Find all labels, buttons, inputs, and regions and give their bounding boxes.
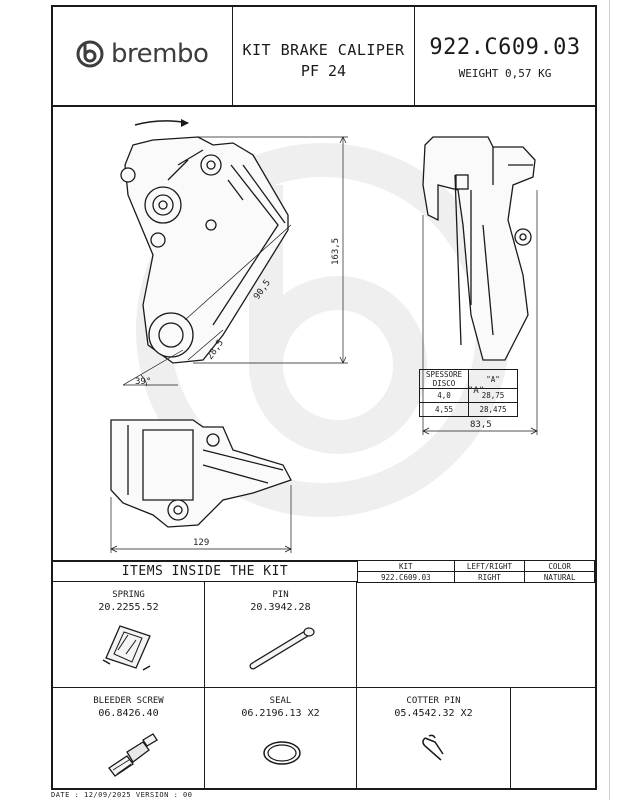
- disc-table-row: 4,55 28,475: [419, 402, 518, 417]
- disc-header-thickness: SPESSORE DISCO: [419, 369, 469, 389]
- kit-cell-side: RIGHT: [453, 571, 526, 583]
- cotter-pin-icon: [422, 734, 444, 761]
- kit-item-bleeder-screw: BLEEDER SCREW 06.8426.40: [53, 688, 205, 788]
- page-edge-rule: [609, 0, 610, 800]
- rotation-arrow: [134, 120, 189, 126]
- rotation-arrow-head: [181, 119, 189, 127]
- disc-cell: 4,0: [419, 388, 469, 403]
- bottom-width-label: 129: [193, 538, 209, 548]
- height-dimension: [193, 136, 348, 364]
- kit-item-cotter-pin: COTTER PIN 05.4542.32 X2: [357, 688, 511, 788]
- part-number: 922.C609.03: [429, 35, 581, 60]
- item-name: SEAL: [269, 696, 292, 706]
- kit-info-table: KIT LEFT/RIGHT COLOR 922.C609.03 RIGHT N…: [357, 560, 595, 583]
- brembo-mark-icon: [76, 40, 104, 68]
- item-part-number: 06.2196.13 X2: [241, 708, 320, 719]
- disc-cell: 4,55: [419, 402, 469, 417]
- title-block: brembo KIT BRAKE CALIPER PF 24 922.C609.…: [53, 7, 595, 107]
- caliper-side-view: [422, 136, 536, 361]
- caliper-bottom-view: [110, 419, 292, 528]
- side-width-label: 83,5: [470, 420, 492, 430]
- disc-header-a: "A": [468, 369, 518, 389]
- disc-table-row: 4,0 28,75: [419, 388, 518, 403]
- angle-label: 39°: [135, 377, 151, 387]
- empty-kit-cell: [357, 582, 595, 688]
- seal-ring-icon: [263, 741, 301, 765]
- kit-item-pin: PIN 20.3942.28: [205, 582, 357, 688]
- height-label: 163,5: [331, 238, 341, 265]
- kit-weight: WEIGHT 0,57 KG: [458, 67, 552, 80]
- brand-name: brembo: [111, 39, 209, 69]
- technical-drawing: 163,5 90,5 28,5 39° "A": [110, 119, 538, 553]
- angle-dimension: [122, 349, 184, 387]
- spring-clip-icon: [102, 625, 151, 671]
- disc-thickness-table: SPESSORE DISCO "A" 4,0 28,75 4,55 28,475: [419, 369, 518, 417]
- footer-date-version: DATE : 12/09/2025 VERSION : 00: [51, 791, 193, 799]
- brand-logo: brembo: [75, 39, 209, 69]
- item-part-number: 05.4542.32 X2: [394, 708, 473, 719]
- item-part-number: 20.3942.28: [250, 602, 311, 613]
- items-section-title: ITEMS INSIDE THE KIT: [53, 560, 357, 582]
- kit-table-header: KIT LEFT/RIGHT COLOR: [357, 560, 595, 572]
- kit-header-kit: KIT: [357, 560, 455, 572]
- drawing-sheet: brembo KIT BRAKE CALIPER PF 24 922.C609.…: [51, 5, 597, 790]
- disc-cell: 28,75: [468, 388, 518, 403]
- part-number-cell: 922.C609.03 WEIGHT 0,57 KG: [415, 7, 595, 105]
- kit-header-side: LEFT/RIGHT: [453, 560, 526, 572]
- kit-title-cell: KIT BRAKE CALIPER PF 24: [233, 7, 415, 105]
- item-part-number: 06.8426.40: [98, 708, 159, 719]
- caliper-front-view: [120, 136, 289, 364]
- bottom-width-dimension: [110, 485, 292, 553]
- disc-cell: 28,475: [468, 402, 518, 417]
- offset-dimension: [187, 329, 224, 361]
- disc-table-header: SPESSORE DISCO "A": [419, 369, 518, 389]
- side-width-dimension: [422, 190, 538, 435]
- kit-item-seal: SEAL 06.2196.13 X2: [205, 688, 357, 788]
- kit-title: KIT BRAKE CALIPER: [242, 41, 405, 59]
- bleeder-screw-icon: [108, 733, 158, 777]
- kit-table-row: 922.C609.03 RIGHT NATURAL: [357, 571, 595, 583]
- item-name: SPRING: [112, 590, 145, 600]
- kit-item-spring: SPRING 20.2255.52: [53, 582, 205, 688]
- item-name: BLEEDER SCREW: [93, 696, 164, 706]
- pin-icon: [249, 627, 315, 670]
- kit-cell-color: NATURAL: [524, 571, 595, 583]
- brand-cell: brembo: [53, 7, 233, 105]
- item-name: PIN: [272, 590, 289, 600]
- hole-spacing-dimension: [184, 224, 292, 321]
- kit-cell-code: 922.C609.03: [357, 571, 455, 583]
- kit-header-color: COLOR: [524, 560, 595, 572]
- item-part-number: 20.2255.52: [98, 602, 159, 613]
- kit-model: PF 24: [300, 62, 347, 80]
- item-name: COTTER PIN: [406, 696, 461, 706]
